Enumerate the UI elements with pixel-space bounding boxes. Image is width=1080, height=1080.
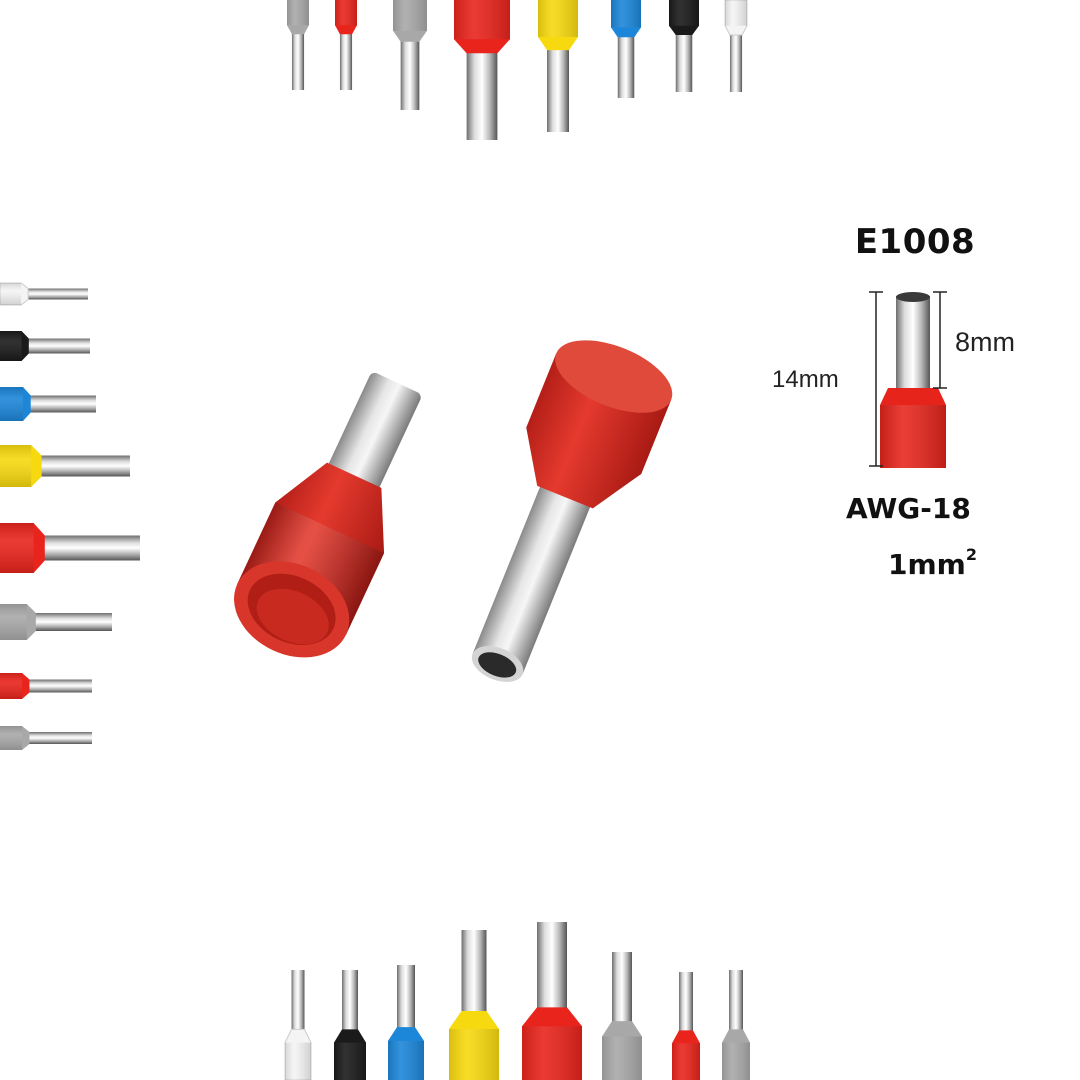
wire-gauge-label: AWG-18 xyxy=(846,492,971,525)
left-ferrule xyxy=(0,726,92,750)
left-ferrule xyxy=(0,673,92,699)
left-ferrule xyxy=(0,445,130,487)
cross-section-label: 1mm2 xyxy=(888,545,977,581)
left-ferrule xyxy=(0,282,88,306)
spec-diagram xyxy=(869,291,947,468)
main-ferrule-left xyxy=(234,372,421,658)
top-ferrule xyxy=(538,0,578,132)
bottom-ferrule xyxy=(672,972,700,1080)
cross-section-value: 1mm xyxy=(888,548,966,581)
bottom-ferrule-row xyxy=(284,922,750,1080)
bottom-ferrule xyxy=(722,970,750,1080)
cross-section-exponent: 2 xyxy=(965,545,977,564)
top-ferrule xyxy=(335,0,357,90)
left-ferrule-column xyxy=(0,282,140,750)
model-number: E1008 xyxy=(854,222,976,262)
top-ferrule-row xyxy=(287,0,748,140)
left-ferrule xyxy=(0,331,90,361)
left-ferrule xyxy=(0,387,96,421)
bottom-ferrule xyxy=(602,952,642,1080)
pin-length-label: 8mm xyxy=(955,327,1015,357)
bottom-ferrule xyxy=(388,965,424,1080)
top-ferrule xyxy=(611,0,641,98)
bottom-ferrule xyxy=(449,930,499,1080)
top-ferrule xyxy=(669,0,699,92)
top-ferrule xyxy=(287,0,309,90)
bottom-ferrule xyxy=(334,970,366,1080)
top-ferrule xyxy=(724,0,748,92)
top-ferrule xyxy=(393,0,427,110)
bottom-ferrule xyxy=(284,970,312,1080)
top-ferrule xyxy=(454,0,510,140)
left-ferrule xyxy=(0,523,140,573)
bottom-ferrule xyxy=(522,922,582,1080)
total-length-label: 14mm xyxy=(772,366,839,393)
left-ferrule xyxy=(0,604,112,640)
main-ferrule-right xyxy=(471,340,673,682)
